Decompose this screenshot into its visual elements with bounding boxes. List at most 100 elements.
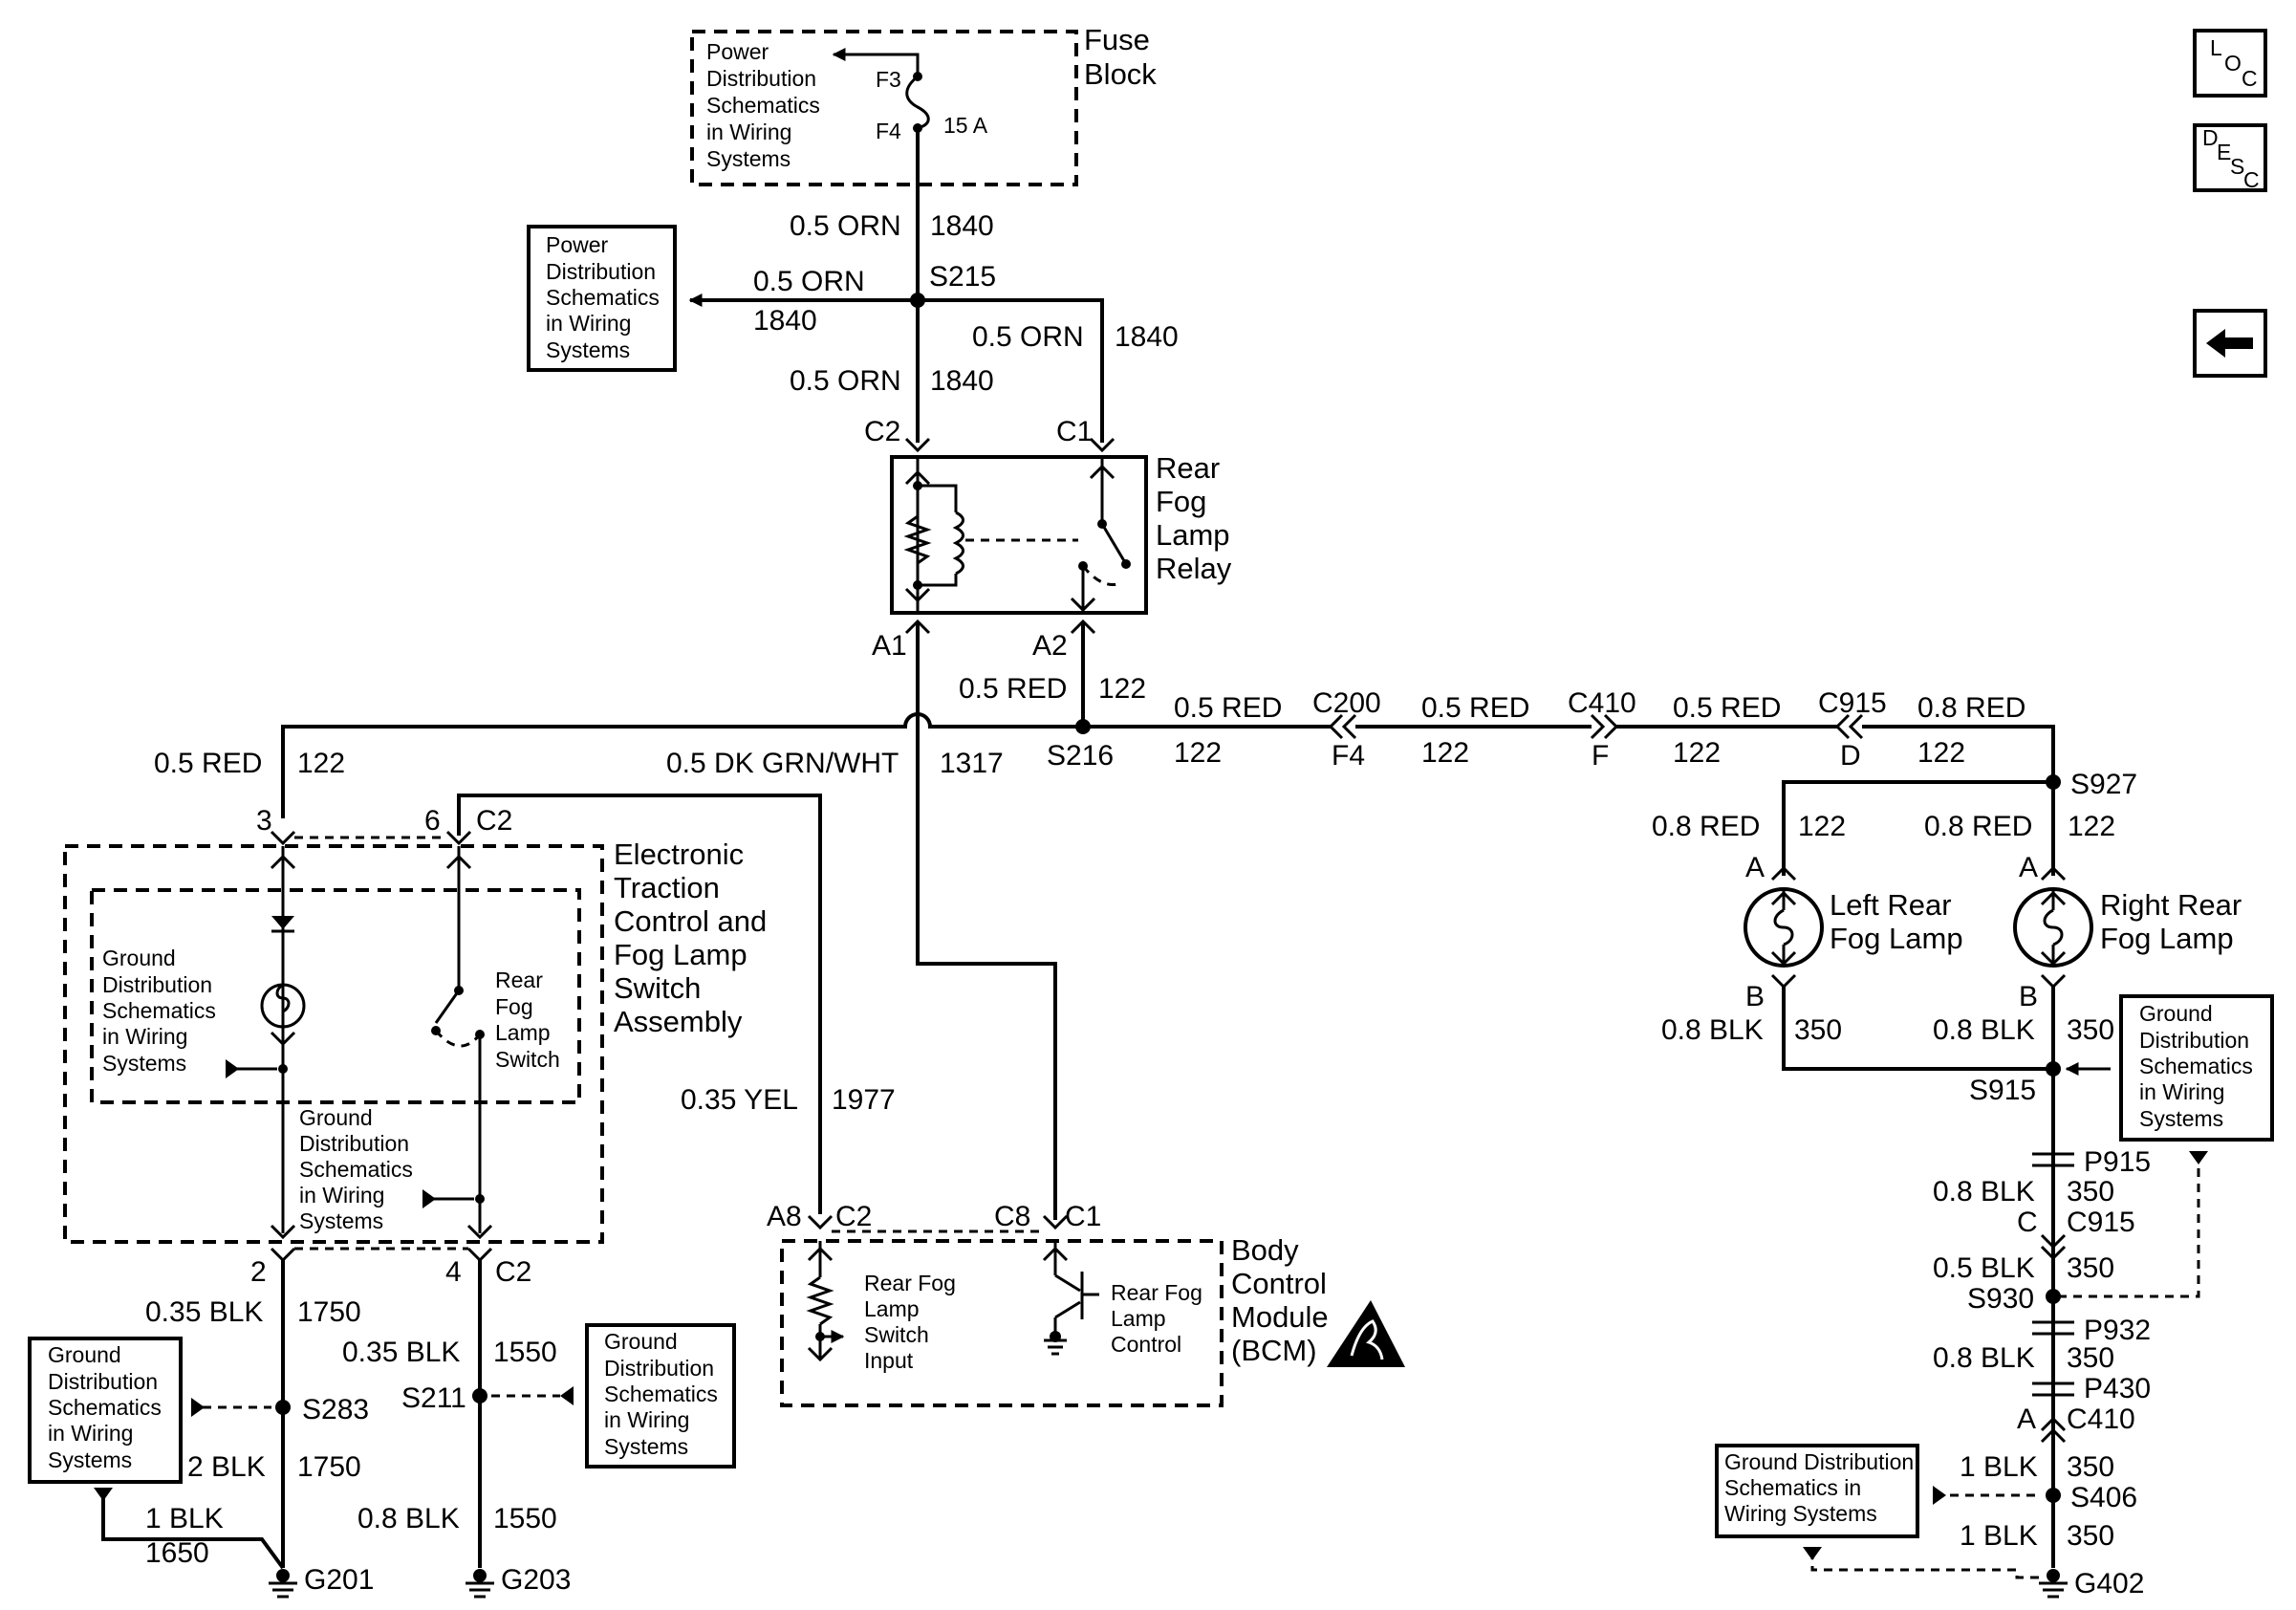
diagram-label: Ground	[102, 946, 176, 970]
diagram-label: 0.5 BLK	[1933, 1252, 2035, 1284]
diagram-label: Ground	[299, 1105, 373, 1130]
diagram-label: B	[1745, 981, 1765, 1012]
diagram-label: P915	[2084, 1146, 2151, 1178]
ground-g203	[466, 1569, 494, 1599]
diagram-label: 0.8 RED	[1924, 811, 2032, 842]
diagram-label: Block	[1084, 57, 1157, 91]
diagram-label: O	[2224, 51, 2242, 76]
back-arrow-icon	[2206, 329, 2253, 358]
diagram-label: 0.5 RED	[1174, 692, 1282, 724]
diagram-label: 122	[1098, 673, 1146, 705]
diagram-label: Rear	[1156, 451, 1220, 485]
diagram-label: S215	[929, 261, 996, 293]
left-rear-fog-lamp: Left Rear Fog Lamp	[1744, 887, 1963, 968]
diagram-label: D	[2202, 125, 2219, 150]
diagram-label: C	[2242, 66, 2258, 91]
diagram-label: Systems	[299, 1208, 383, 1233]
ground-distribution-ref-right: Ground Distribution Schematics in Wiring…	[2119, 994, 2274, 1142]
diagram-label: Fog Lamp	[614, 938, 747, 971]
diagram-label: D	[1840, 740, 1861, 772]
desc-button[interactable]: D E S C	[2193, 123, 2267, 192]
ground-g201	[269, 1569, 297, 1599]
diagram-label: Fog Lamp	[1830, 922, 1963, 955]
body-control-module: Body Control Module (BCM) Rear Fog Lamp …	[780, 1233, 1329, 1407]
diagram-label: 0.35 BLK	[342, 1337, 460, 1368]
diagram-label: S930	[1967, 1283, 2034, 1315]
back-button[interactable]	[2193, 309, 2267, 378]
diagram-label: F4	[1332, 740, 1365, 772]
right-rear-fog-lamp: Right Rear Fog Lamp	[2013, 887, 2242, 968]
rear-fog-lamp-relay: Rear Fog Lamp Relay	[890, 451, 1232, 615]
diagram-label: F4	[876, 119, 901, 143]
diagram-label: Schematics	[102, 998, 216, 1023]
loc-button[interactable]: L O C	[2193, 29, 2267, 98]
diagram-label: Systems	[2139, 1106, 2223, 1131]
diagram-label: Electronic	[614, 838, 744, 871]
diagram-label: Schematics	[706, 93, 820, 118]
diagram-label: Right Rear	[2100, 888, 2242, 922]
ground-g402	[2039, 1569, 2068, 1599]
diagram-label: Switch	[864, 1322, 929, 1347]
diagram-label: C1	[1065, 1201, 1101, 1232]
diagram-label: Distribution	[546, 259, 656, 284]
diagram-label: 4	[445, 1256, 462, 1288]
diagram-label: Schematics in	[1724, 1475, 1861, 1500]
diagram-label: Lamp	[864, 1296, 920, 1321]
diagram-label: Distribution	[102, 972, 212, 997]
diagram-label: 3	[256, 805, 272, 837]
diagram-label: S216	[1047, 740, 1114, 772]
diagram-label: 350	[2067, 1520, 2114, 1552]
diagram-label: Ground	[48, 1342, 121, 1367]
diagram-label: Fog Lamp	[2100, 922, 2234, 955]
diagram-label: 122	[1673, 737, 1721, 769]
diagram-label: Lamp	[495, 1020, 551, 1045]
diagram-label: Control	[1111, 1332, 1181, 1357]
diagram-label: S927	[2070, 769, 2137, 800]
diagram-label: 1 BLK	[1960, 1520, 2038, 1552]
diagram-label: 1 BLK	[1960, 1451, 2038, 1483]
ground-distribution-ref-mid: Ground Distribution Schematics in Wiring…	[585, 1323, 736, 1469]
diagram-label: C2	[495, 1256, 531, 1288]
diagram-label: 1650	[145, 1537, 209, 1569]
diagram-label: Rear Fog	[864, 1271, 956, 1295]
diagram-label: A1	[872, 630, 907, 662]
diagram-label: 0.5 ORN	[753, 266, 865, 297]
diagram-label: 350	[2067, 1252, 2114, 1284]
diagram-label: 1 BLK	[145, 1503, 224, 1534]
ground-ref-lower-text: Ground Distribution Schematics in Wiring…	[299, 1105, 413, 1233]
diagram-label: Rear Fog	[1111, 1280, 1202, 1305]
diagram-label: Lamp	[1111, 1306, 1166, 1331]
diagram-label: 350	[1794, 1014, 1842, 1046]
diagram-label: G402	[2074, 1568, 2144, 1599]
diagram-label: Ground	[604, 1329, 678, 1354]
diagram-label: 1317	[940, 748, 1004, 779]
diagram-label: S211	[401, 1382, 466, 1414]
diagram-label: 0.5 ORN	[972, 321, 1084, 353]
diagram-label: C8	[994, 1201, 1030, 1232]
diagram-label: Assembly	[614, 1005, 743, 1038]
diagram-label: S283	[302, 1394, 369, 1425]
diagram-label: Rear	[495, 968, 543, 992]
rear-fog-lamp-switch: Rear Fog Lamp Switch	[422, 846, 560, 1240]
diagram-label: Systems	[706, 146, 791, 171]
diagram-label: 122	[1421, 737, 1469, 769]
diagram-label: C2	[835, 1201, 872, 1232]
ground-distribution-ref-bottom-right: Ground Distribution Schematics in Wiring…	[1715, 1444, 1919, 1538]
diagram-label: 1840	[753, 305, 817, 337]
diagram-label: C410	[2067, 1403, 2135, 1435]
diagram-label: 6	[424, 805, 441, 837]
p430-pass-through	[2032, 1382, 2074, 1397]
diagram-label: Relay	[1156, 552, 1232, 585]
diagram-label: G201	[304, 1564, 374, 1596]
diagram-label: 1550	[493, 1503, 557, 1534]
diagram-label: Schematics	[604, 1382, 718, 1406]
diagram-label: C2	[476, 805, 512, 837]
diagram-label: A8	[767, 1201, 802, 1232]
diagram-label: Switch	[495, 1047, 560, 1072]
diagram-label: Control	[1231, 1267, 1327, 1300]
diagram-label: A2	[1032, 630, 1068, 662]
fuse-block: Fuse Block Power Distribution Schematics…	[690, 23, 1157, 186]
diagram-label: Schematics	[299, 1157, 413, 1182]
diagram-label: C200	[1312, 687, 1381, 719]
